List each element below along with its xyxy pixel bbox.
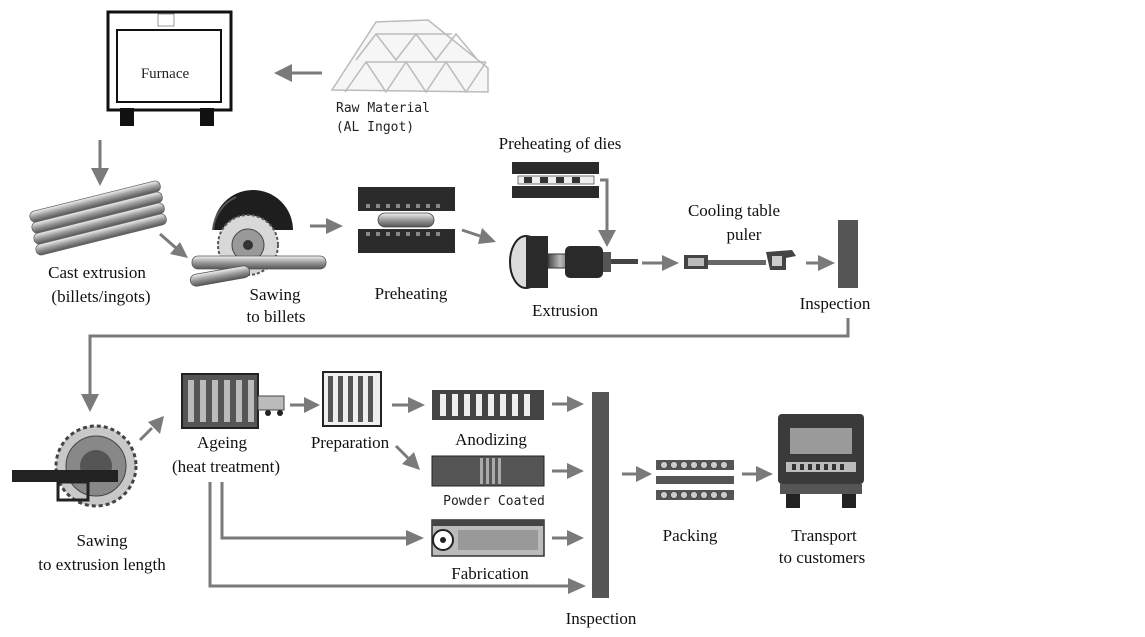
preparation-rack-icon [322,371,382,427]
fabrication-label: Fabrication [451,564,529,583]
anodizing-tank-icon [432,390,544,420]
arrow-preheating-to-extrusion [461,228,496,244]
arrow-cooling-to-inspection [806,255,835,271]
furnace-label: Furnace [141,66,190,82]
ageing-oven-icon [181,373,285,429]
arrow-ageing-to-preparation [290,397,320,413]
ageing-sublabel: (heat treatment) [172,457,280,476]
powder-coating-icon [431,455,545,487]
arrow-anodizing-to-inspection [552,396,584,412]
cooling-table-sublabel: puler [727,225,762,244]
ageing-label: Ageing [197,433,248,452]
transport-label: Transport [791,526,857,545]
arrow-inspection-to-packing [622,466,652,482]
arrow-inspection-to-sawing-length [81,318,850,412]
transport-sublabel: to customers [779,548,865,567]
preparation-label: Preparation [311,433,390,452]
sawing-billets-label: Sawing [250,285,302,304]
inspection-top-label: Inspection [800,294,871,313]
arrow-powder-to-inspection [552,463,584,479]
inspection-bar-bottom [592,392,609,598]
length-saw-icon [12,424,138,508]
inspection-bar-top [838,220,858,288]
ingot-stack-icon [330,19,489,94]
fabrication-machine-icon [431,519,545,557]
cast-extrusion-label: Cast extrusion [48,263,146,282]
extrusion-label: Extrusion [532,301,599,320]
inspection-bottom-label: Inspection [566,609,637,628]
arrow-sawing-to-ageing [138,416,164,442]
raw-material-label: Raw Material [336,101,430,116]
arrow-saw-to-preheating [310,218,343,234]
packing-label: Packing [663,526,718,545]
preheating-oven-icon [358,187,455,253]
die-oven-icon [512,162,599,198]
arrow-preparation-to-powder [394,444,420,470]
anodizing-label: Anodizing [455,430,527,449]
billets-icon [29,180,167,256]
raw-material-sublabel: (AL Ingot) [336,120,414,135]
sawing-length-label: Sawing [77,531,129,550]
arrow-dies-to-extrusion [598,178,616,247]
furnace-icon [106,10,233,126]
cooling-table-icon [684,250,796,270]
extrusion-press-icon [509,235,638,289]
packing-pallet-icon [656,460,734,500]
arrow-furnace-to-cast [91,140,109,186]
preheating-label: Preheating [375,284,448,303]
circular-saw-icon [189,190,327,287]
arrow-raw-to-furnace [274,64,322,82]
arrow-ageing-to-inspection [208,482,586,594]
arrow-extrusion-to-cooling [642,255,679,271]
cast-extrusion-sublabel: (billets/ingots) [51,287,150,306]
powder-coated-label: Powder Coated [443,494,545,509]
arrow-preparation-to-anodizing [392,397,425,413]
arrow-ageing-to-fabrication [220,482,424,546]
truck-icon [778,414,864,508]
arrow-fabrication-to-inspection [552,530,584,546]
sawing-length-sublabel: to extrusion length [38,555,166,574]
sawing-billets-sublabel: to billets [246,307,305,326]
cooling-table-label: Cooling table [688,201,780,220]
arrow-packing-to-transport [742,466,773,482]
arrow-cast-to-saw [159,232,188,258]
preheating-dies-label: Preheating of dies [499,134,622,153]
